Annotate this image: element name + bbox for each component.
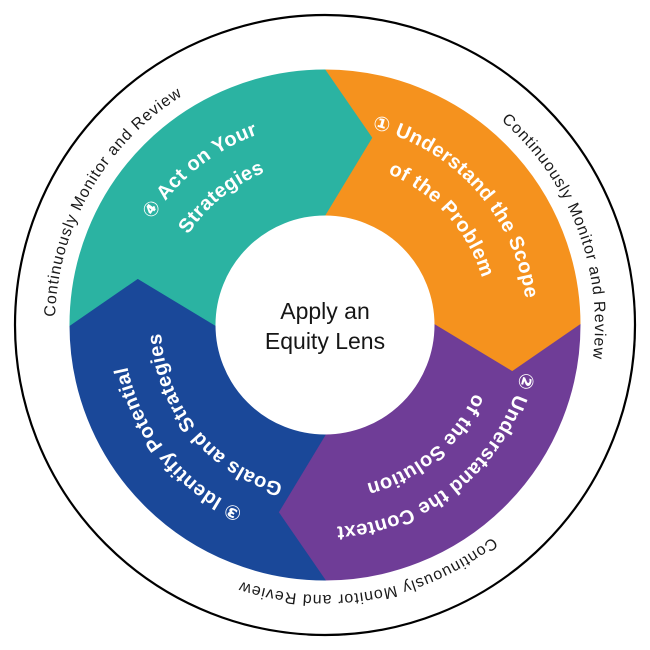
cycle-donut (69, 69, 581, 581)
segment-1-understand-scope (324, 69, 581, 373)
segment-2-understand-context (277, 324, 581, 581)
center-label-line1: Apply an (280, 298, 370, 324)
segment-3-identify-potential (69, 277, 326, 581)
segment-4-act-on-strategies (69, 69, 373, 326)
center-label-line2: Equity Lens (265, 328, 385, 354)
